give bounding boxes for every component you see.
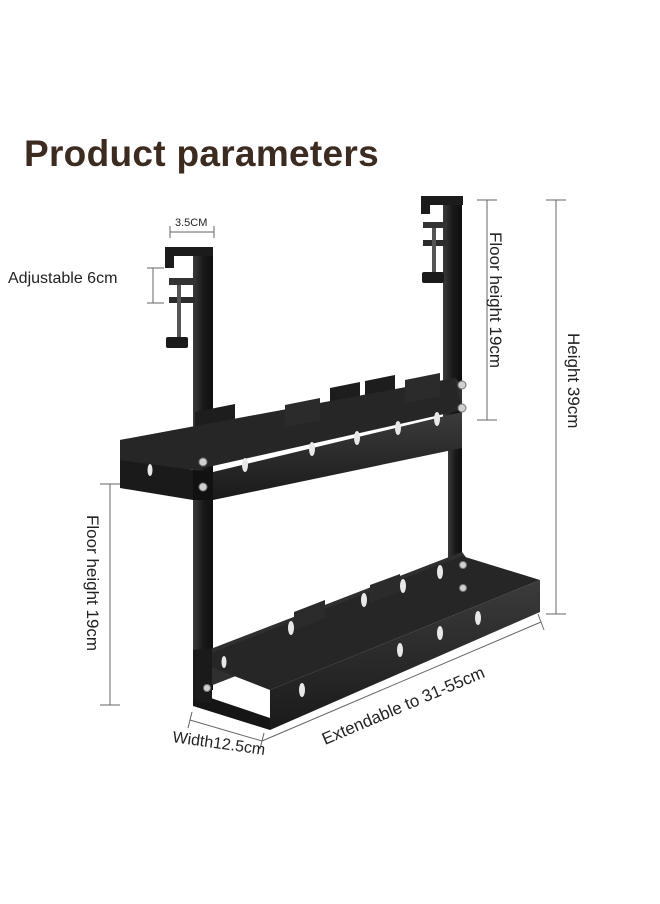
screws [198,380,467,692]
right-hook [421,196,463,214]
dimension-lines [100,199,566,750]
label-width: Width12.5cm [171,729,266,759]
label-clamp-adjust: Adjustable 6cm [8,270,117,287]
label-upper-floor-height: Floor height 19cm [486,232,505,368]
left-hook [165,247,213,268]
label-total-height: Height 39cm [564,333,583,428]
right-post [443,200,462,420]
lower-tray [193,552,540,730]
label-lower-floor-height: Floor height 19cm [83,515,102,651]
page-title: Product parameters [24,133,379,174]
rack [120,196,540,730]
label-clamp-width: 3.5CM [175,217,207,229]
left-post [193,250,213,690]
upper-tray [120,373,462,500]
